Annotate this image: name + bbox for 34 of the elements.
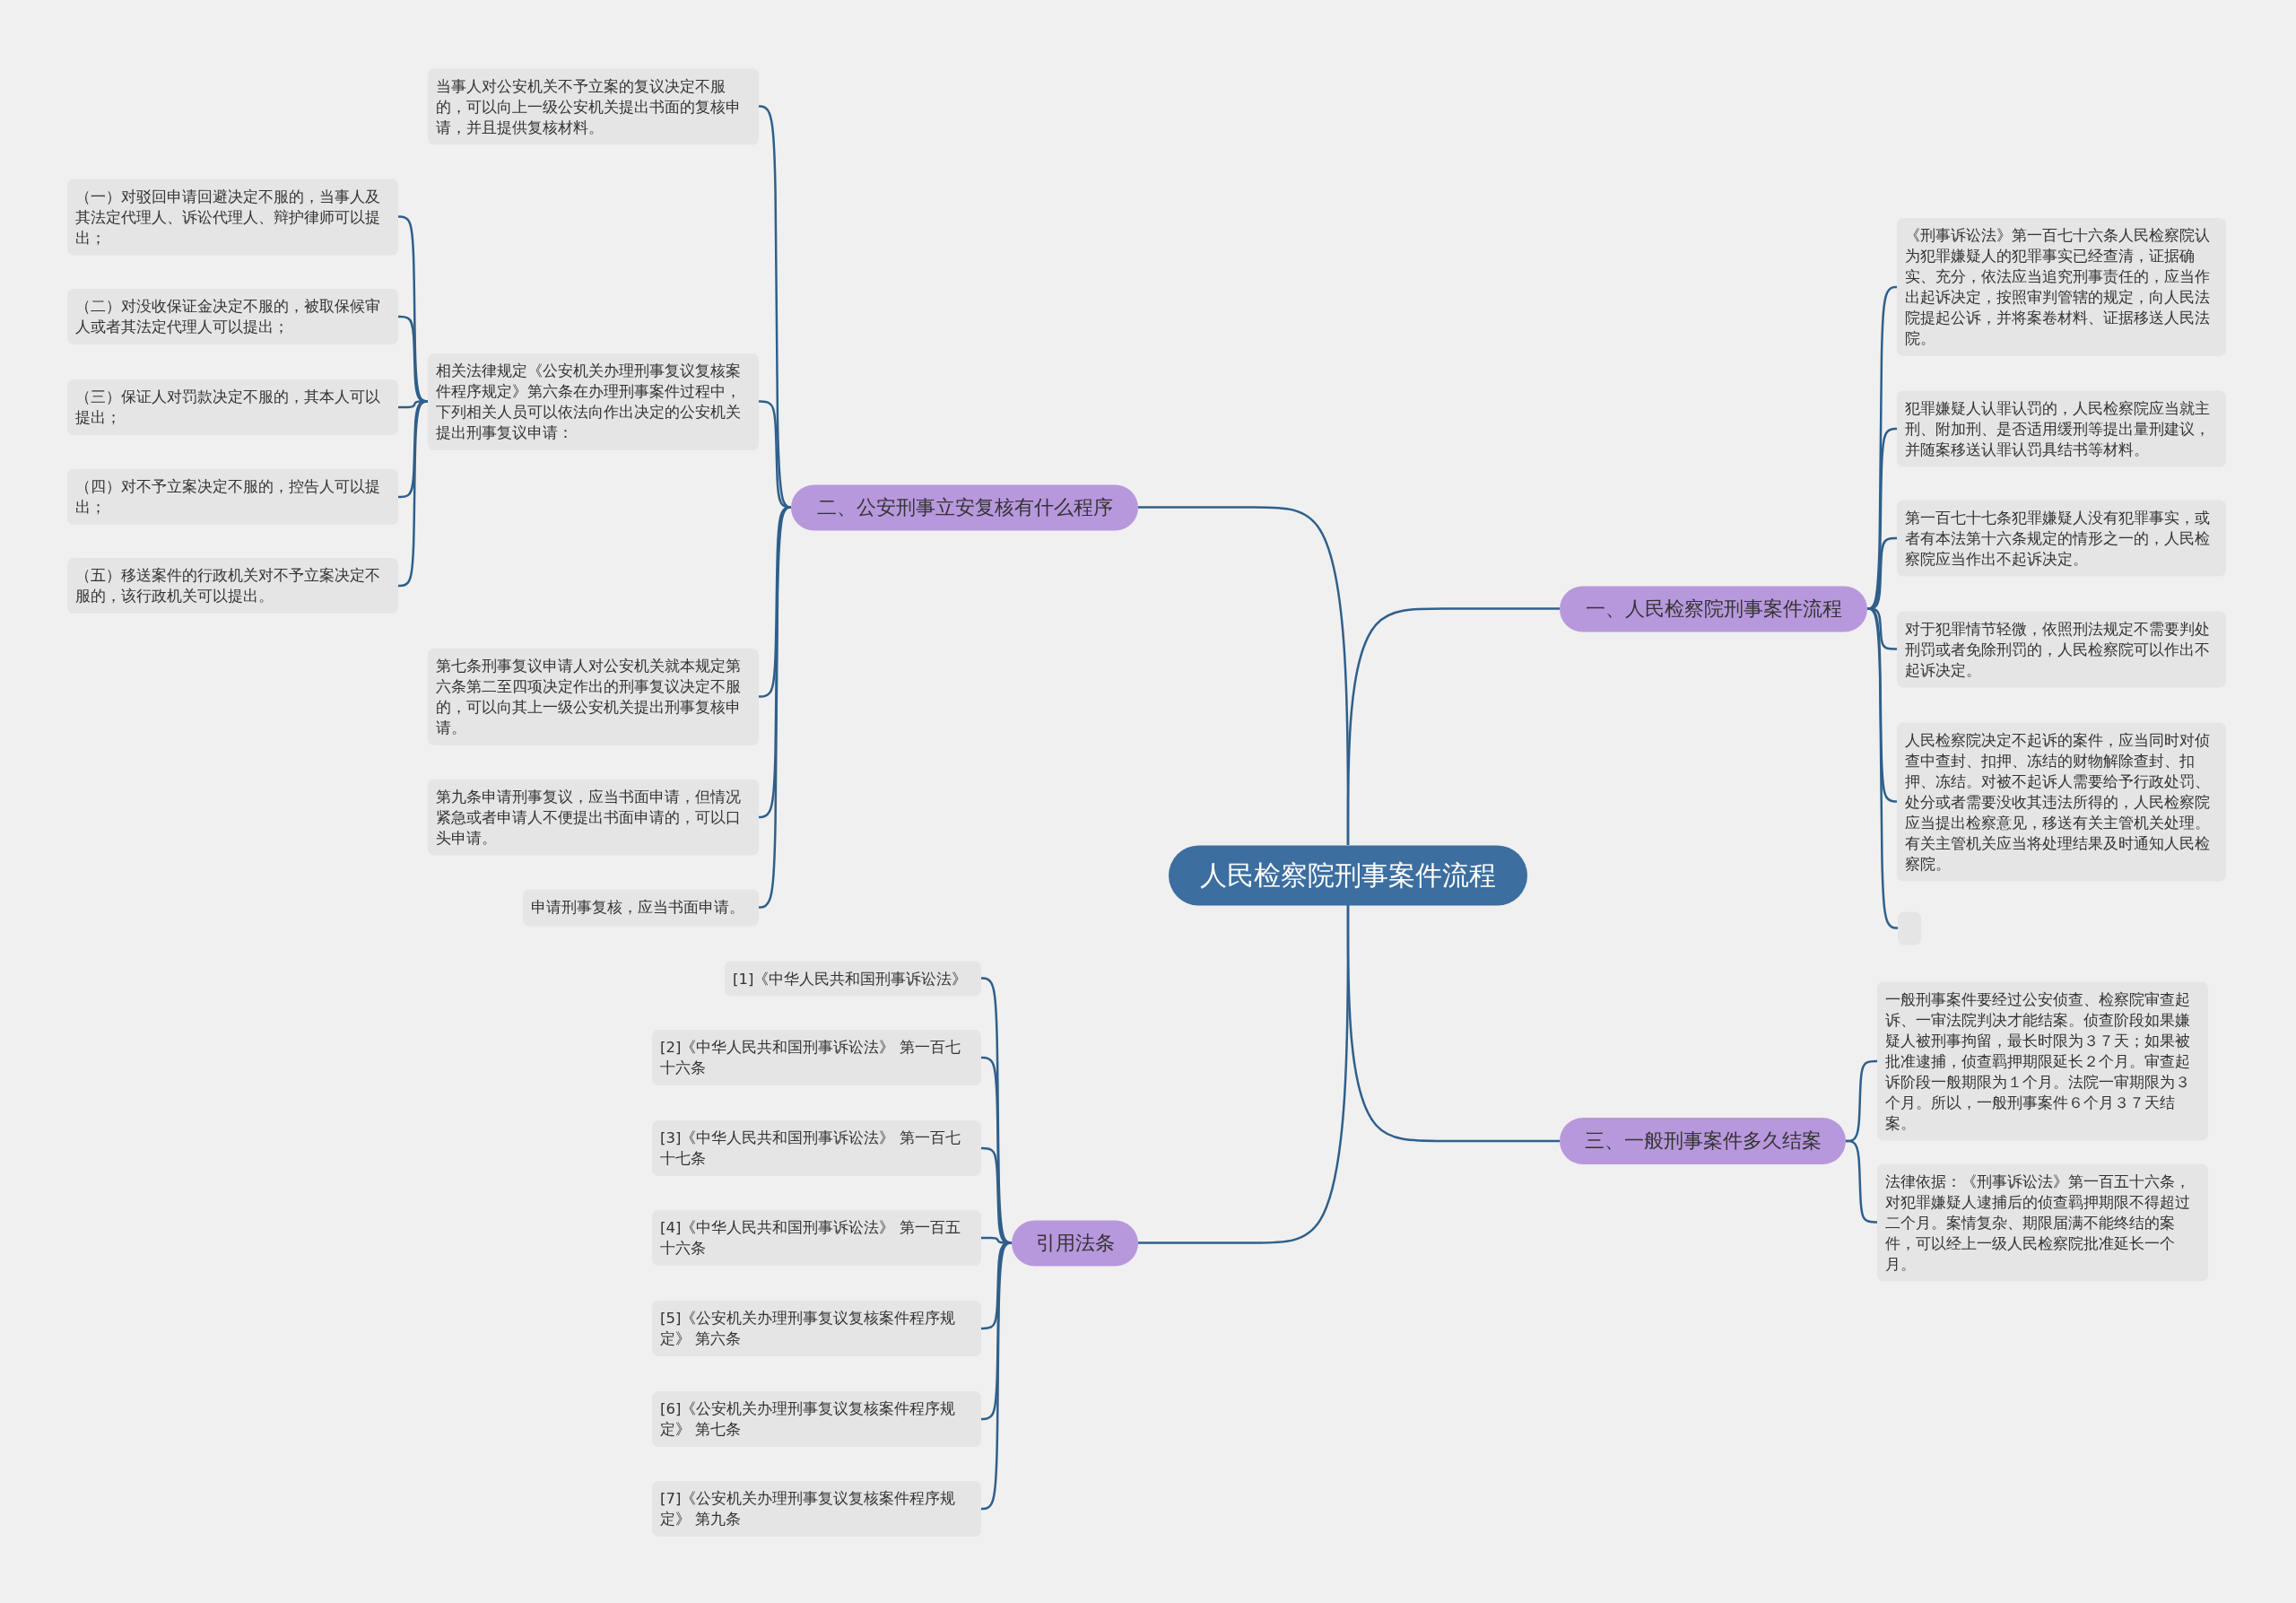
text-card: 《刑事诉讼法》第一百七十六条人民检察院认为犯罪嫌疑人的犯罪事实已经查清，证据确实、充分，依法应当追究刑事责任的，应当作出起诉决定，按照审判管辖的规定，向人民法院提起公诉，并将案卷材料、证据移送人民法院。 xyxy=(1897,218,2226,356)
text-card: 第九条申请刑事复议，应当书面申请，但情况紧急或者申请人不便提出书面申请的，可以口头申请。 xyxy=(428,779,759,856)
text-card: （二）对没收保证金决定不服的，被取保候审人或者其法定代理人可以提出； xyxy=(67,289,398,344)
text-card: 第七条刑事复议申请人对公安机关就本规定第六条第二至四项决定作出的刑事复议决定不服的，可以向其上一级公安机关提出刑事复核申请。 xyxy=(428,648,759,745)
text-card: 对于犯罪情节轻微，依照刑法规定不需要判处刑罚或者免除刑罚的，人民检察院可以作出不起诉决定。 xyxy=(1897,611,2226,687)
empty-card xyxy=(1898,911,1921,945)
text-card: 一般刑事案件要经过公安侦查、检察院审查起诉、一审法院判决才能结案。侦查阶段如果嫌疑人被刑事拘留，最长时限为３７天；如果被批准逮捕，侦查羁押期限延长２个月。审查起诉阶段一般期限为１个月。法院一审期限为３个月。所以，一般刑事案件６个月３７天结案。 xyxy=(1877,981,2208,1141)
text-card: [2]《中华人民共和国刑事诉讼法》 第一百七十六条 xyxy=(652,1030,981,1085)
text-card: 人民检察院决定不起诉的案件，应当同时对侦查中查封、扣押、冻结的财物解除查封、扣押、冻结。对被不起诉人需要给予行政处罚、处分或者需要没收其违法所得的，人民检察院应当提出检察意见，移送有关主管机关处理。有关主管机关应当将处理结果及时通知人民检察院。 xyxy=(1897,722,2226,881)
connector-line xyxy=(1138,905,1350,1244)
text-card: [3]《中华人民共和国刑事诉讼法》 第一百七十七条 xyxy=(652,1120,981,1176)
text-card: [7]《公安机关办理刑事复议复核案件程序规定》 第九条 xyxy=(652,1481,981,1537)
connector-line xyxy=(758,506,792,909)
topic-pill: 引用法条 xyxy=(1012,1220,1138,1266)
text-card: [1]《中华人民共和国刑事诉讼法》 xyxy=(725,961,981,996)
text-card: 申请刑事复核，应当书面申请。 xyxy=(523,889,759,926)
topic-pill: 三、一般刑事案件多久结案 xyxy=(1560,1118,1846,1164)
topic-pill: 二、公安刑事立安复核有什么程序 xyxy=(791,484,1138,530)
connector-line xyxy=(398,400,429,588)
text-card: 法律依据：《刑事诉讼法》第一百五十六条，对犯罪嫌疑人逮捕后的侦查羁押期限不得超过二个月。案情复杂、期限届满不能终结的案件，可以经上一级人民检察院批准延长一个月。 xyxy=(1877,1163,2208,1281)
text-card: [5]《公安机关办理刑事复议复核案件程序规定》 第六条 xyxy=(652,1301,981,1356)
text-card: [6]《公安机关办理刑事复议复核案件程序规定》 第七条 xyxy=(652,1391,981,1447)
text-card: 相关法律规定《公安机关办理刑事复议复核案件程序规定》第六条在办理刑事案件过程中，下列相关人员可以依法向作出决定的公安机关提出刑事复议申请： xyxy=(428,353,759,450)
text-card: 当事人对公安机关不予立案的复议决定不服的，可以向上一级公安机关提出书面的复核申请，并且提供复核材料。 xyxy=(428,68,759,144)
text-card: 犯罪嫌疑人认罪认罚的，人民检察院应当就主刑、附加刑、是否适用缓刑等提出量刑建议，并随案移送认罪认罚具结书等材料。 xyxy=(1897,390,2226,467)
text-card: [4]《中华人民共和国刑事诉讼法》 第一百五十六条 xyxy=(652,1210,981,1266)
text-card: （一）对驳回申请回避决定不服的，当事人及其法定代理人、诉讼代理人、辩护律师可以提出； xyxy=(67,179,398,255)
central-topic: 人民检察院刑事案件流程 xyxy=(1169,845,1527,905)
text-card: （五）移送案件的行政机关对不予立案决定不服的，该行政机关可以提出。 xyxy=(67,558,398,614)
connector-line xyxy=(1138,506,1350,845)
text-card: （四）对不予立案决定不服的，控告人可以提出； xyxy=(67,469,398,525)
text-card: 第一百七十七条犯罪嫌疑人没有犯罪事实，或者有本法第十六条规定的情形之一的，人民检察院应当作出不起诉决定。 xyxy=(1897,500,2226,577)
topic-pill: 一、人民检察院刑事案件流程 xyxy=(1560,586,1867,632)
text-card: （三）保证人对罚款决定不服的，其本人可以提出； xyxy=(67,379,398,435)
